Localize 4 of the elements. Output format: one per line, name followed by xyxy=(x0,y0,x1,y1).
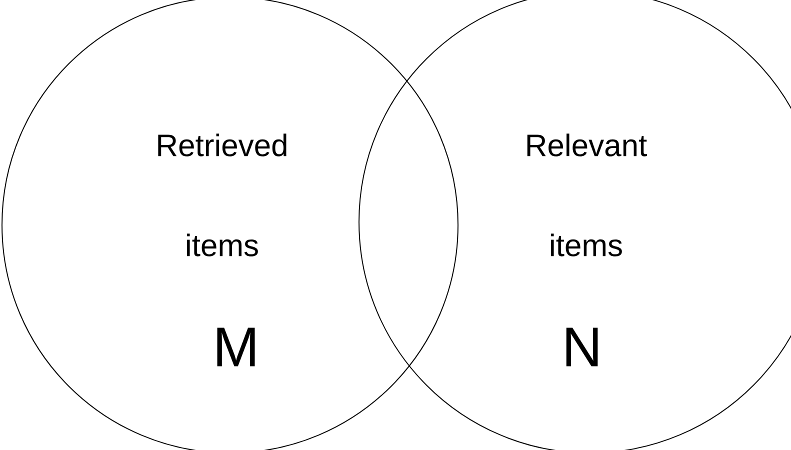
set-letter: N xyxy=(566,328,598,366)
set-letter: M xyxy=(217,328,255,366)
item-label: Retrieved items xyxy=(158,134,286,256)
item-label: Relevant items xyxy=(527,134,647,256)
